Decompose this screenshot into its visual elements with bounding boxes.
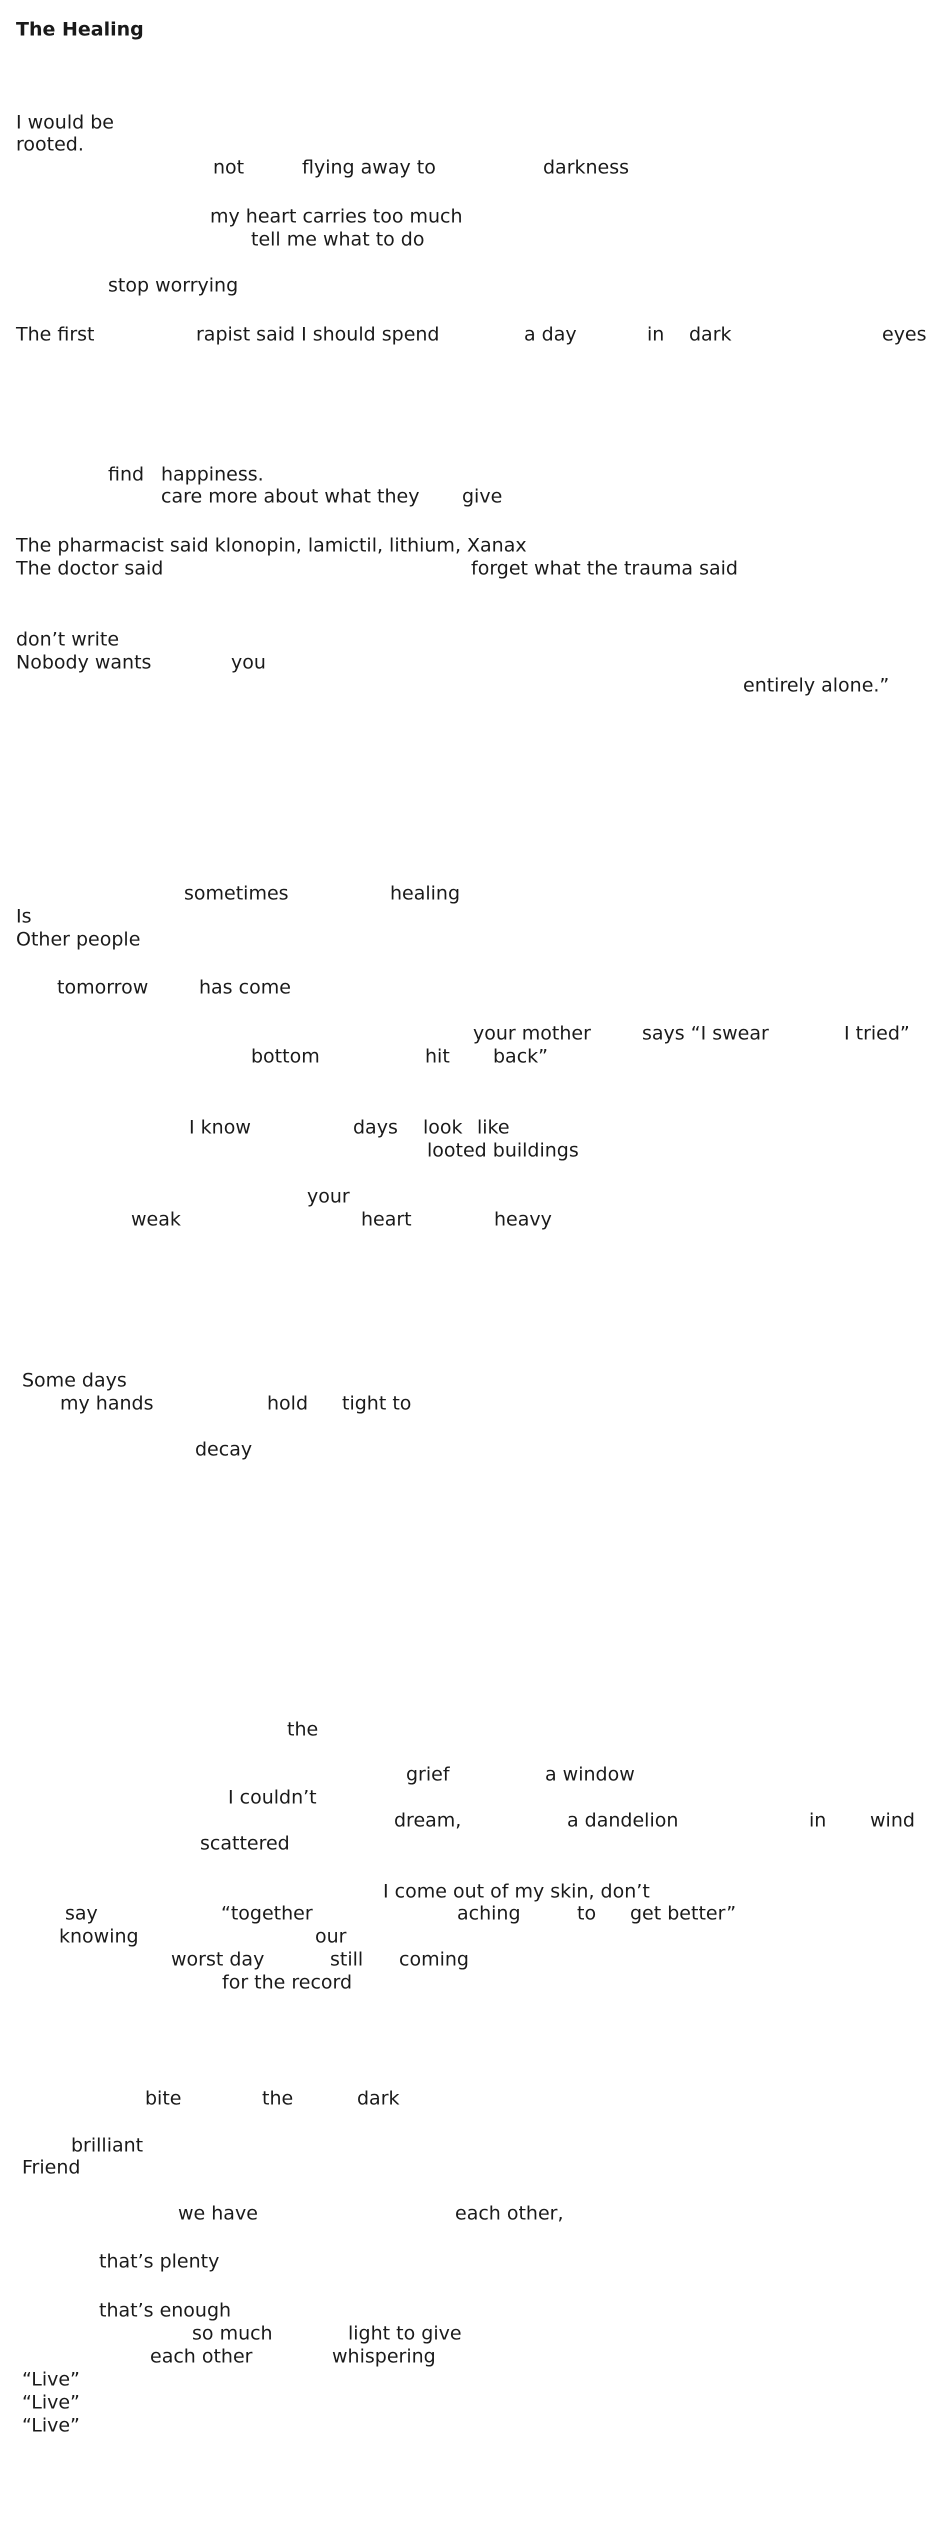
poem-fragment: like	[477, 1116, 510, 1139]
poem-fragment: days	[353, 1116, 398, 1139]
poem-fragment: “Live”	[22, 2414, 80, 2437]
poem-fragment: dark	[357, 2087, 400, 2110]
poem-fragment: that’s enough	[99, 2299, 232, 2322]
poem-fragment: Is	[16, 905, 32, 928]
poem-fragment: heavy	[494, 1208, 552, 1231]
poem-fragment: Nobody wants	[16, 651, 152, 674]
poem-fragment: you	[231, 651, 266, 674]
poem-fragment: look	[423, 1116, 463, 1139]
poem-fragment: I come out of my skin, don’t	[383, 1880, 650, 1903]
poem-fragment: get better”	[630, 1902, 737, 1925]
poem-fragment: has come	[199, 976, 291, 999]
poem-fragment: flying away to	[302, 156, 436, 179]
poem-fragment: my hands	[60, 1392, 154, 1415]
poem-fragment: back”	[493, 1045, 548, 1068]
poem-fragment: decay	[195, 1438, 253, 1461]
poem-fragment: so much	[192, 2322, 273, 2345]
poem-fragment: in	[647, 323, 665, 346]
poem-fragment: “together	[221, 1902, 313, 1925]
poem-fragment: healing	[390, 882, 461, 905]
poem-fragment: dream,	[394, 1809, 462, 1832]
poem-fragment: forget what the trauma said	[471, 557, 738, 580]
poem-fragment: the	[287, 1718, 319, 1741]
poem-fragment: entirely alone.”	[743, 674, 890, 697]
poem-fragment: in	[809, 1809, 827, 1832]
poem-fragment: my heart carries too much	[210, 205, 463, 228]
poem-fragment: tomorrow	[57, 976, 149, 999]
poem-fragment: eyes	[882, 323, 927, 346]
poem-fragment: worst day	[171, 1948, 265, 1971]
poem-fragment: says “I swear	[642, 1022, 769, 1045]
poem-fragment: rooted.	[16, 133, 84, 156]
poem-fragment: grief	[406, 1763, 450, 1786]
poem-fragment: I would be	[16, 111, 114, 134]
poem-fragment: aching	[457, 1902, 521, 1925]
poem-title: The Healing	[16, 18, 144, 41]
poem-fragment: scattered	[200, 1832, 290, 1855]
poem-fragment: coming	[399, 1948, 469, 1971]
poem-fragment: for the record	[222, 1971, 353, 1994]
poem-fragment: that’s plenty	[99, 2250, 220, 2273]
poem-fragment: don’t write	[16, 628, 120, 651]
poem-fragment: hold	[267, 1392, 309, 1415]
poem-fragment: we have	[178, 2202, 258, 2225]
poem-fragment: brilliant	[71, 2134, 144, 2157]
poem-fragment: I couldn’t	[228, 1786, 317, 1809]
poem-fragment: knowing	[59, 1925, 139, 1948]
poem-fragment: The pharmacist said klonopin, lamictil, …	[16, 534, 527, 557]
poem-fragment: darkness	[543, 156, 630, 179]
poem-fragment: your	[307, 1185, 350, 1208]
poem-fragment: hit	[425, 1045, 450, 1068]
poem-fragment: sometimes	[184, 882, 289, 905]
poem-fragment: tight to	[342, 1392, 412, 1415]
poem-fragment: our	[315, 1925, 347, 1948]
poem-fragment: your mother	[473, 1022, 591, 1045]
poem-fragment: I tried”	[844, 1022, 910, 1045]
poem-fragment: say	[65, 1902, 98, 1925]
poem-fragment: still	[330, 1948, 364, 1971]
poem-fragment: happiness.	[161, 463, 264, 486]
poem-fragment: stop worrying	[108, 274, 239, 297]
poem-fragment: Some days	[22, 1369, 127, 1392]
poem-fragment: each other,	[455, 2202, 564, 2225]
poem-fragment: find	[108, 463, 145, 486]
poem-fragment: a window	[545, 1763, 635, 1786]
poem-fragment: looted buildings	[427, 1139, 579, 1162]
poem-fragment: whispering	[332, 2345, 436, 2368]
poem-fragment: Friend	[22, 2156, 81, 2179]
poem-fragment: heart	[361, 1208, 412, 1231]
poem-fragment: bottom	[251, 1045, 320, 1068]
poem-fragment: give	[462, 485, 503, 508]
poem-fragment: to	[577, 1902, 597, 1925]
poem-fragment: bite	[145, 2087, 182, 2110]
poem-fragment: Other people	[16, 928, 141, 951]
poem-fragment: rapist said I should spend	[196, 323, 440, 346]
poem-fragment: The doctor said	[16, 557, 164, 580]
poem-fragment: The first	[16, 323, 95, 346]
poem-fragment: tell me what to do	[251, 228, 425, 251]
poem-fragment: I know	[189, 1116, 251, 1139]
poem-fragment: the	[262, 2087, 294, 2110]
poem-fragment: wind	[870, 1809, 915, 1832]
poem-fragment: dark	[689, 323, 732, 346]
poem-fragment: a day	[524, 323, 577, 346]
poem-fragment: each other	[150, 2345, 253, 2368]
poem-fragment: “Live”	[22, 2368, 80, 2391]
poem-fragment: a dandelion	[567, 1809, 679, 1832]
poem-fragment: care more about what they	[161, 485, 420, 508]
poem-fragment: “Live”	[22, 2391, 80, 2414]
poem-fragment: weak	[131, 1208, 181, 1231]
poem-fragment: not	[213, 156, 245, 179]
poem-fragment: light to give	[348, 2322, 462, 2345]
